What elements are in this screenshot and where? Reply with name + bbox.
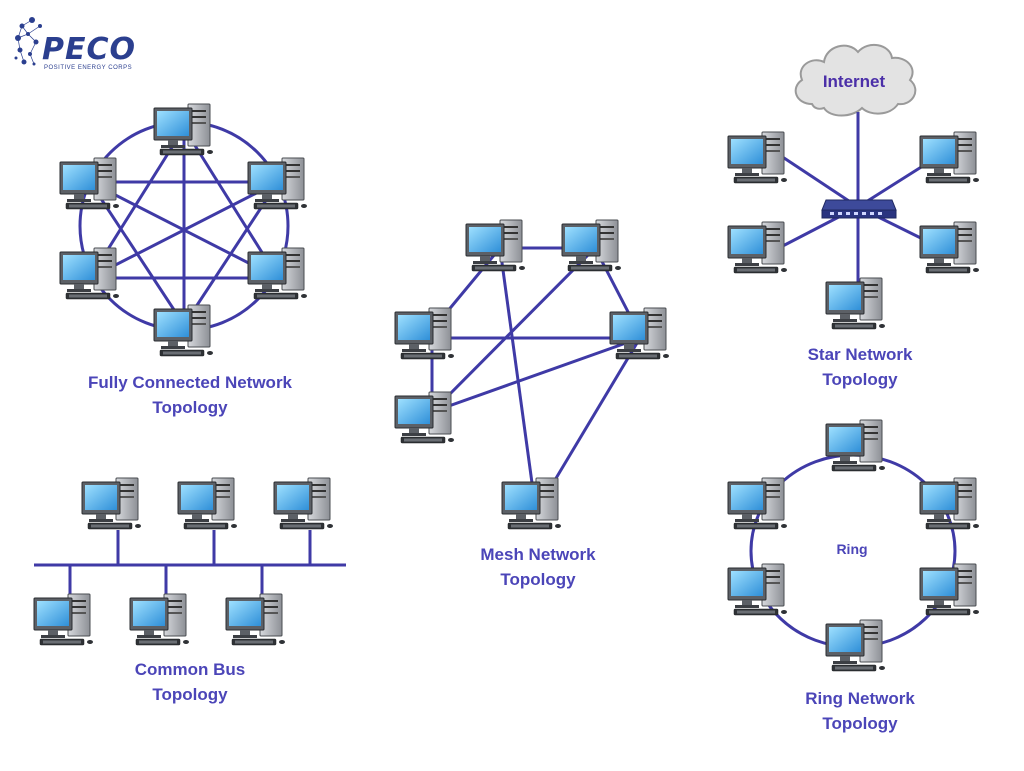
computer-icon	[247, 157, 308, 210]
computer-icon	[919, 221, 980, 274]
computer-icon	[129, 593, 190, 646]
computer-icon	[33, 593, 94, 646]
mesh-topology	[430, 246, 642, 506]
link	[498, 247, 537, 506]
link	[431, 336, 641, 414]
computer-icon	[609, 307, 670, 360]
mesh-topology-label: Mesh Network Topology	[438, 542, 638, 592]
computer-icon	[727, 563, 788, 616]
logo-dots-icon	[14, 17, 42, 66]
label-line: Topology	[500, 570, 576, 589]
ring-topology-label: Ring Network Topology	[760, 686, 960, 736]
logo-wordmark: PECO	[42, 32, 136, 67]
computer-icon	[919, 131, 980, 184]
fully-connected-topology-label: Fully Connected Network Topology	[50, 370, 330, 420]
computer-icon	[153, 103, 214, 156]
label-line: Ring Network	[805, 689, 915, 708]
computer-icon	[727, 477, 788, 530]
computer-icon	[247, 247, 308, 300]
computer-icon	[81, 477, 142, 530]
label-line: Common Bus	[134, 660, 246, 679]
label-line: Mesh Network	[480, 545, 596, 564]
link	[774, 150, 859, 209]
computer-icon	[225, 593, 286, 646]
computer-icon	[153, 304, 214, 357]
internet-label: Internet	[822, 72, 886, 91]
computer-icon	[465, 219, 526, 272]
computer-icon	[501, 477, 562, 530]
computer-icon	[825, 277, 886, 330]
computer-icon	[59, 157, 120, 210]
link	[430, 246, 597, 414]
label-line: Topology	[152, 685, 228, 704]
link	[538, 337, 642, 506]
computer-icon	[919, 477, 980, 530]
computer-icon	[394, 307, 455, 360]
label-line: Topology	[822, 370, 898, 389]
label-line: Star Network	[807, 345, 913, 364]
computer-icon	[561, 219, 622, 272]
network-switch-icon	[821, 199, 897, 219]
computer-icon	[59, 247, 120, 300]
computer-icon	[919, 563, 980, 616]
computer-icon	[727, 131, 788, 184]
internet-cloud-icon	[794, 43, 917, 117]
computer-icon	[177, 477, 238, 530]
computer-icon	[825, 619, 886, 672]
computer-icon	[825, 419, 886, 472]
label-line: Topology	[822, 714, 898, 733]
star-topology-label: Star Network Topology	[760, 342, 960, 392]
logo-tagline: POSITIVE ENERGY CORPS	[44, 65, 133, 71]
bus-topology-label: Common Bus Topology	[90, 657, 290, 707]
ring-center-label: Ring	[836, 541, 868, 557]
label-line: Fully Connected Network	[87, 373, 293, 392]
computer-icon	[727, 221, 788, 274]
computer-icon	[394, 391, 455, 444]
label-line: Topology	[152, 398, 228, 417]
peco-logo: PECO POSITIVE ENERGY CORPS	[12, 12, 152, 76]
computer-icon	[273, 477, 334, 530]
bus-topology	[34, 530, 346, 598]
